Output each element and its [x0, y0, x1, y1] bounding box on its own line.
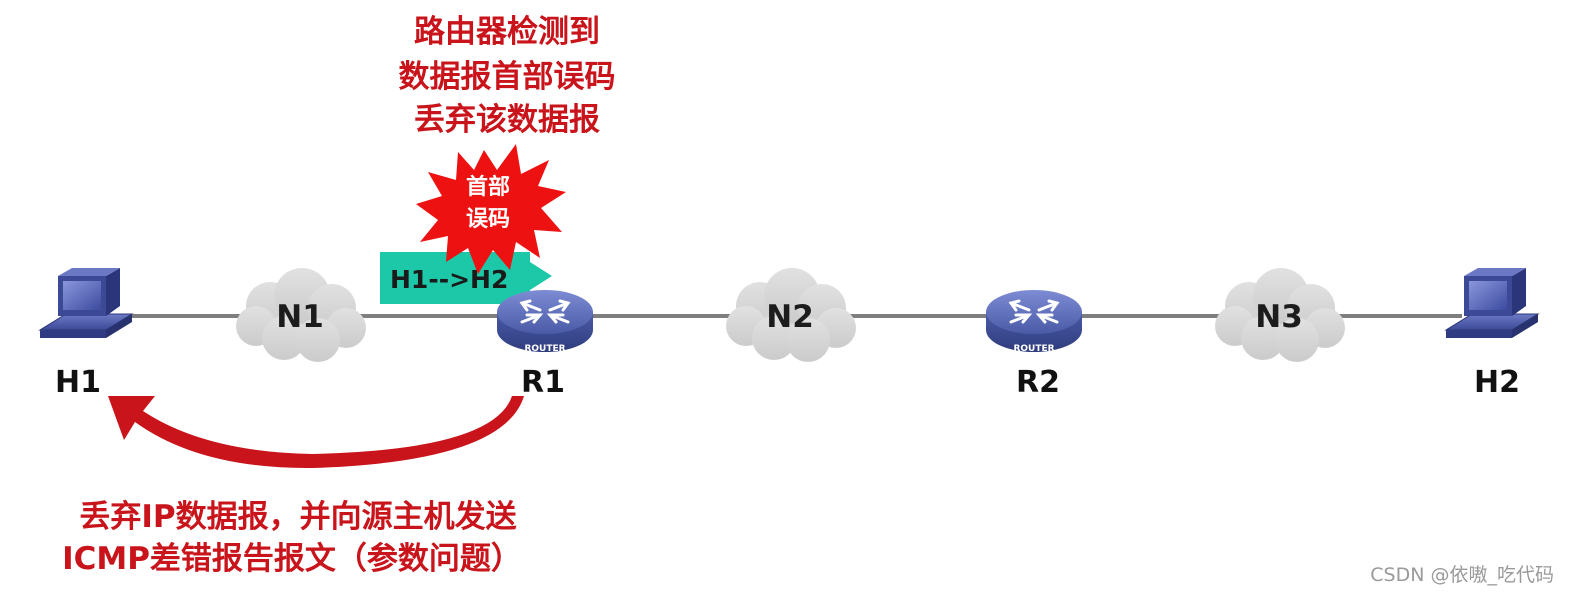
router-label-r2: R2 [1016, 365, 1060, 400]
network-label-n3: N3 [1255, 299, 1303, 335]
host-h1: H1 [38, 268, 134, 400]
router-icon: ROUTER [497, 290, 593, 354]
top-note: 路由器检测到 数据报首部误码 丢弃该数据报 [399, 14, 616, 138]
host-label-h2: H2 [1474, 365, 1520, 400]
bottom-note: 丢弃IP数据报，并向源主机发送 ICMP差错报告报文（参数问题） [62, 499, 522, 577]
cloud-n3: N3 [1215, 268, 1345, 362]
curved-arrow-icon [108, 396, 524, 469]
host-h2: H2 [1444, 268, 1540, 400]
computer-icon [1444, 268, 1540, 338]
router-r2: ROUTER R2 [986, 290, 1082, 400]
burst-icon [416, 144, 566, 274]
top-note-line-3: 丢弃该数据报 [414, 102, 600, 138]
packet-label: H1-->H2 [390, 265, 508, 294]
error-burst: 首部 误码 [416, 144, 566, 274]
computer-icon [38, 268, 134, 338]
top-note-line-1: 路由器检测到 [414, 14, 600, 50]
burst-line-1: 首部 [466, 174, 510, 200]
top-note-line-2: 数据报首部误码 [399, 59, 616, 95]
cloud-n1: N1 [236, 268, 366, 362]
bottom-note-line-1: 丢弃IP数据报，并向源主机发送 [79, 499, 516, 535]
router-label-r1: R1 [521, 365, 565, 400]
router-device-text-r2: ROUTER [1013, 344, 1054, 354]
cloud-n2: N2 [726, 268, 856, 362]
router-device-text-r1: ROUTER [524, 344, 565, 354]
router-r1: ROUTER R1 [497, 290, 593, 400]
network-label-n1: N1 [276, 299, 324, 335]
bottom-note-line-2: ICMP差错报告报文（参数问题） [62, 541, 522, 577]
network-label-n2: N2 [766, 299, 814, 335]
host-label-h1: H1 [55, 365, 101, 400]
return-arrow [108, 396, 524, 469]
router-icon: ROUTER [986, 290, 1082, 354]
watermark: CSDN @依嗷_吃代码 [1370, 564, 1554, 586]
burst-line-2: 误码 [466, 207, 510, 232]
